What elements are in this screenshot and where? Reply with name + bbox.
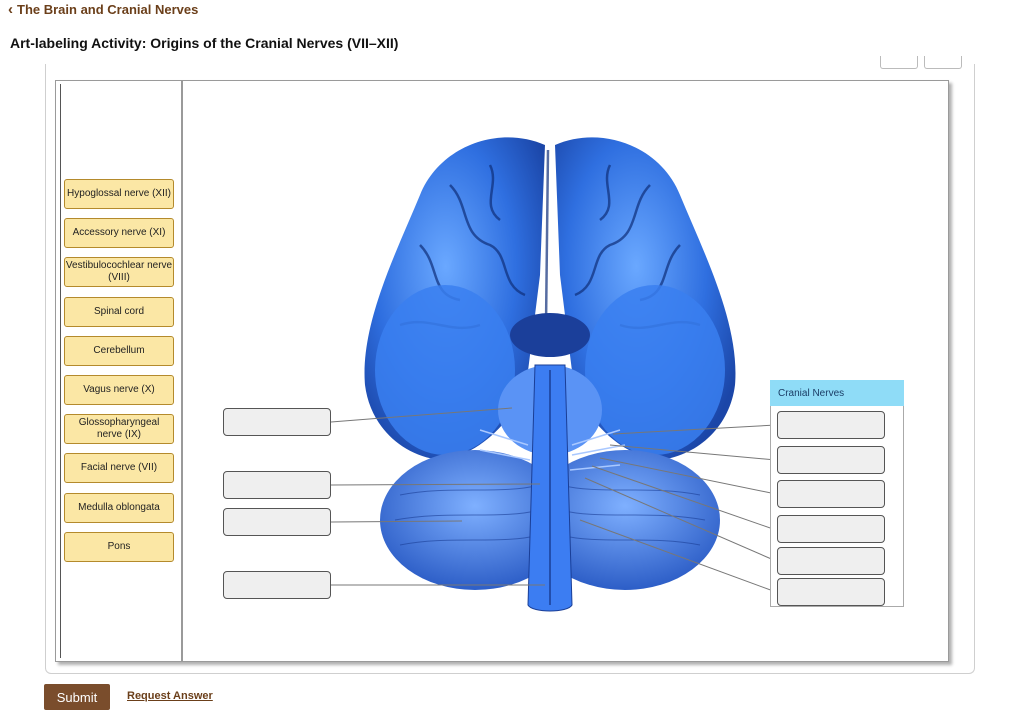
label-bank bbox=[56, 81, 183, 661]
label-chip-accessory[interactable]: Accessory nerve (XI) bbox=[64, 218, 174, 248]
label-chip-vagus[interactable]: Vagus nerve (X) bbox=[64, 375, 174, 405]
drop-target-right-4[interactable] bbox=[777, 515, 885, 543]
cranial-nerves-group-header: Cranial Nerves bbox=[770, 380, 904, 406]
bank-divider bbox=[60, 84, 61, 658]
drop-target-left-2[interactable] bbox=[223, 471, 331, 499]
activity-frame bbox=[45, 64, 975, 674]
label-chip-pons[interactable]: Pons bbox=[64, 532, 174, 562]
back-link[interactable]: ‹ The Brain and Cranial Nerves bbox=[8, 2, 198, 17]
drop-target-right-3[interactable] bbox=[777, 480, 885, 508]
page-title: Art-labeling Activity: Origins of the Cr… bbox=[10, 35, 399, 51]
drop-target-left-3[interactable] bbox=[223, 508, 331, 536]
request-answer-link[interactable]: Request Answer bbox=[127, 690, 213, 702]
drop-target-right-5[interactable] bbox=[777, 547, 885, 575]
label-chip-medulla[interactable]: Medulla oblongata bbox=[64, 493, 174, 523]
label-chip-glossopharyngeal[interactable]: Glossopharyngeal nerve (IX) bbox=[64, 414, 174, 444]
drop-target-left-1[interactable] bbox=[223, 408, 331, 436]
submit-button[interactable]: Submit bbox=[44, 684, 110, 710]
chevron-left-icon: ‹ bbox=[8, 1, 13, 18]
label-chip-cerebellum[interactable]: Cerebellum bbox=[64, 336, 174, 366]
drop-target-right-1[interactable] bbox=[777, 411, 885, 439]
label-chip-vestibulocochlear[interactable]: Vestibulocochlear nerve (VIII) bbox=[64, 257, 174, 287]
label-chip-facial[interactable]: Facial nerve (VII) bbox=[64, 453, 174, 483]
help-button[interactable] bbox=[924, 56, 962, 69]
drop-target-right-6[interactable] bbox=[777, 578, 885, 606]
label-chip-spinal-cord[interactable]: Spinal cord bbox=[64, 297, 174, 327]
drop-target-left-4[interactable] bbox=[223, 571, 331, 599]
reset-button[interactable] bbox=[880, 56, 918, 69]
drop-target-right-2[interactable] bbox=[777, 446, 885, 474]
back-link-label: The Brain and Cranial Nerves bbox=[17, 2, 199, 17]
label-chip-hypoglossal[interactable]: Hypoglossal nerve (XII) bbox=[64, 179, 174, 209]
